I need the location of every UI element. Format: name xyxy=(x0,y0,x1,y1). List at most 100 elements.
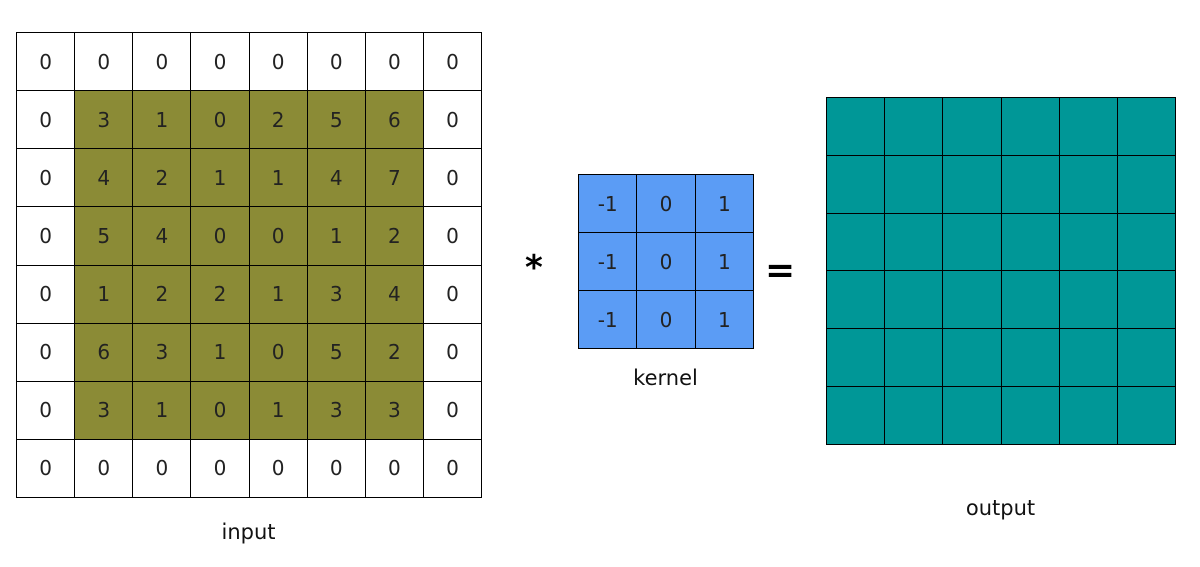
output-cell xyxy=(827,329,886,388)
input-cell: 5 xyxy=(75,207,134,266)
input-padding-cell: 0 xyxy=(249,33,308,92)
input-cell: 0 xyxy=(191,91,250,150)
input-padding-cell: 0 xyxy=(423,265,482,324)
input-padding-cell: 0 xyxy=(423,207,482,266)
input-padding-cell: 0 xyxy=(17,33,76,92)
input-padding-cell: 0 xyxy=(249,439,308,498)
input-cell: 2 xyxy=(133,149,192,208)
input-padding-cell: 0 xyxy=(133,33,192,92)
output-cell xyxy=(1059,213,1118,272)
input-cell: 1 xyxy=(307,207,366,266)
output-cell xyxy=(1117,213,1176,272)
input-cell: 6 xyxy=(365,91,424,150)
input-cell: 3 xyxy=(133,323,192,382)
output-cell xyxy=(1001,155,1060,214)
output-cell xyxy=(1117,98,1176,156)
input-padding-cell: 0 xyxy=(17,149,76,208)
output-cell xyxy=(1117,155,1176,214)
input-cell: 4 xyxy=(75,149,134,208)
output-cell xyxy=(885,155,944,214)
input-padding-cell: 0 xyxy=(75,33,134,92)
input-cell: 1 xyxy=(133,381,192,440)
input-cell: 4 xyxy=(365,265,424,324)
output-cell xyxy=(1059,98,1118,156)
input-cell: 2 xyxy=(133,265,192,324)
input-cell: 4 xyxy=(307,149,366,208)
kernel-cell: 1 xyxy=(695,291,754,349)
input-cell: 1 xyxy=(133,91,192,150)
input-cell: 1 xyxy=(249,381,308,440)
output-cell xyxy=(1001,213,1060,272)
output-cell xyxy=(885,387,944,445)
kernel-cell: 0 xyxy=(637,233,696,291)
output-cell xyxy=(1059,387,1118,445)
input-padding-cell: 0 xyxy=(17,91,76,150)
output-caption: output xyxy=(965,496,1036,520)
input-padding-cell: 0 xyxy=(423,33,482,92)
output-cell xyxy=(827,387,886,445)
kernel-cell: -1 xyxy=(579,233,638,291)
input-padding-cell: 0 xyxy=(365,33,424,92)
output-cell xyxy=(885,213,944,272)
output-cell xyxy=(885,329,944,388)
output-cell xyxy=(1117,271,1176,330)
output-cell xyxy=(1117,387,1176,445)
input-cell: 1 xyxy=(249,265,308,324)
input-cell: 3 xyxy=(307,265,366,324)
output-cell xyxy=(827,271,886,330)
input-padding-cell: 0 xyxy=(17,265,76,324)
input-padding-cell: 0 xyxy=(423,381,482,440)
convolution-operator: * xyxy=(525,248,543,288)
kernel-caption: kernel xyxy=(633,366,698,390)
output-cell xyxy=(827,98,886,156)
input-padding-cell: 0 xyxy=(17,381,76,440)
output-cell xyxy=(943,213,1002,272)
kernel-cell: -1 xyxy=(579,291,638,349)
kernel-cell: 0 xyxy=(637,291,696,349)
input-cell: 5 xyxy=(307,91,366,150)
input-cell: 5 xyxy=(307,323,366,382)
output-matrix xyxy=(826,97,1176,445)
output-cell xyxy=(885,98,944,156)
input-cell: 0 xyxy=(249,207,308,266)
input-caption: input xyxy=(221,520,276,544)
output-cell xyxy=(943,329,1002,388)
input-cell: 6 xyxy=(75,323,134,382)
input-cell: 3 xyxy=(365,381,424,440)
input-padding-cell: 0 xyxy=(423,91,482,150)
output-cell xyxy=(1059,329,1118,388)
output-cell xyxy=(1001,329,1060,388)
input-cell: 2 xyxy=(365,323,424,382)
input-cell: 3 xyxy=(75,381,134,440)
output-cell xyxy=(1059,155,1118,214)
input-cell: 1 xyxy=(191,323,250,382)
input-cell: 2 xyxy=(365,207,424,266)
output-cell xyxy=(943,98,1002,156)
input-padding-cell: 0 xyxy=(307,33,366,92)
kernel-cell: 1 xyxy=(695,175,754,233)
output-cell xyxy=(1001,98,1060,156)
output-cell xyxy=(885,271,944,330)
input-cell: 0 xyxy=(191,207,250,266)
input-padding-cell: 0 xyxy=(75,439,134,498)
input-cell: 1 xyxy=(191,149,250,208)
input-padding-cell: 0 xyxy=(423,323,482,382)
input-cell: 1 xyxy=(75,265,134,324)
output-cell xyxy=(1117,329,1176,388)
input-cell: 7 xyxy=(365,149,424,208)
input-padding-cell: 0 xyxy=(307,439,366,498)
input-cell: 3 xyxy=(307,381,366,440)
input-cell: 0 xyxy=(249,323,308,382)
input-padding-cell: 0 xyxy=(365,439,424,498)
input-padding-cell: 0 xyxy=(133,439,192,498)
input-cell: 4 xyxy=(133,207,192,266)
input-cell: 0 xyxy=(191,381,250,440)
input-padding-cell: 0 xyxy=(191,439,250,498)
input-cell: 2 xyxy=(191,265,250,324)
output-cell xyxy=(827,213,886,272)
kernel-cell: 0 xyxy=(637,175,696,233)
input-padding-cell: 0 xyxy=(17,323,76,382)
input-padding-cell: 0 xyxy=(17,207,76,266)
